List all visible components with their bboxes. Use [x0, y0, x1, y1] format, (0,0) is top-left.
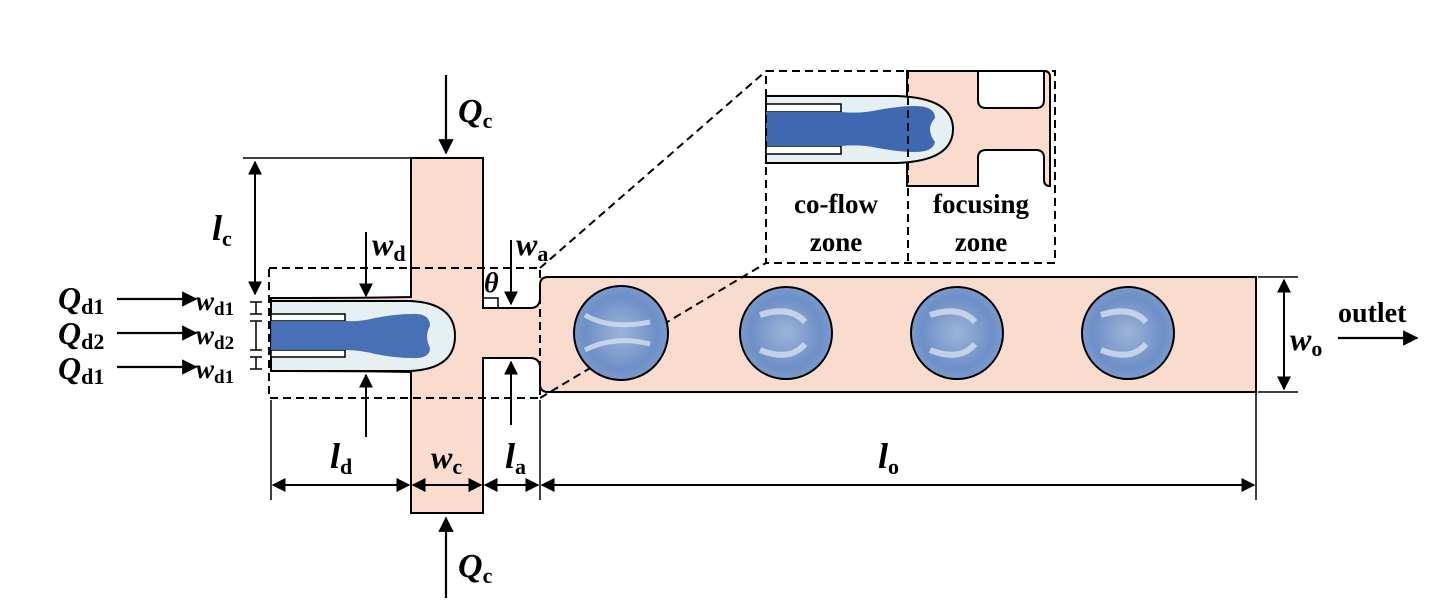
inset-focusing-notch-top	[977, 70, 1045, 109]
qd2-label: Qd2	[58, 315, 104, 354]
wd2-label: wd2	[196, 320, 234, 354]
inset-capillary-top	[765, 103, 842, 113]
wd-label: wd	[372, 226, 406, 266]
qc-top-label: Qc	[458, 93, 493, 133]
dispersed-phase-jet	[271, 313, 430, 359]
wd2-bracket	[250, 320, 262, 351]
wo-label: wo	[1290, 321, 1322, 361]
theta-angle-mark	[483, 297, 499, 308]
inset-frame-outer	[765, 70, 1056, 264]
droplet-3	[910, 286, 1004, 380]
focusing-zone-label-line2: zone	[955, 227, 1008, 257]
capillary-wall-bottom	[270, 349, 346, 358]
droplet-4-swirl	[1099, 308, 1149, 358]
qd1-bottom-label: Qd1	[58, 350, 104, 389]
theta-label: θ	[484, 268, 499, 299]
lc-label: lc	[212, 208, 232, 251]
wd1-bottom-bracket	[250, 356, 262, 370]
droplet-2-swirl	[758, 308, 808, 358]
zoom-guide-top	[539, 70, 767, 269]
qc-bottom-label: Qc	[458, 548, 493, 588]
focusing-zone-label-line1: focusing	[933, 189, 1030, 219]
zoom-region-box	[268, 267, 541, 399]
droplet-4	[1081, 286, 1175, 380]
droplets	[573, 285, 1175, 381]
wd1-bottom-label: wd1	[196, 354, 234, 388]
outlet-label: outlet	[1338, 298, 1407, 329]
lo-label: lo	[878, 436, 899, 479]
ld-label: ld	[330, 436, 352, 479]
wa-label: wa	[516, 226, 548, 266]
la-label: la	[505, 436, 526, 479]
coflow-zone-label-line2: zone	[810, 227, 863, 257]
droplet-1	[573, 285, 669, 381]
droplet-3-swirl	[928, 308, 978, 358]
inset-dispersed-jet	[766, 106, 935, 152]
capillary-wall-top	[270, 313, 346, 322]
droplet-1-swirl	[583, 312, 651, 353]
coflow-zone-label-line1: co-flow	[794, 189, 878, 219]
inset-capillary-bottom	[765, 145, 842, 155]
wc-label: wc	[431, 439, 462, 479]
inset-zoom: co-flow zone focusing zone	[539, 70, 1056, 399]
qd1-top-label: Qd1	[58, 280, 104, 319]
wd1-top-label: wd1	[196, 286, 234, 320]
wd1-top-bracket	[250, 301, 262, 315]
droplet-2	[739, 286, 833, 380]
